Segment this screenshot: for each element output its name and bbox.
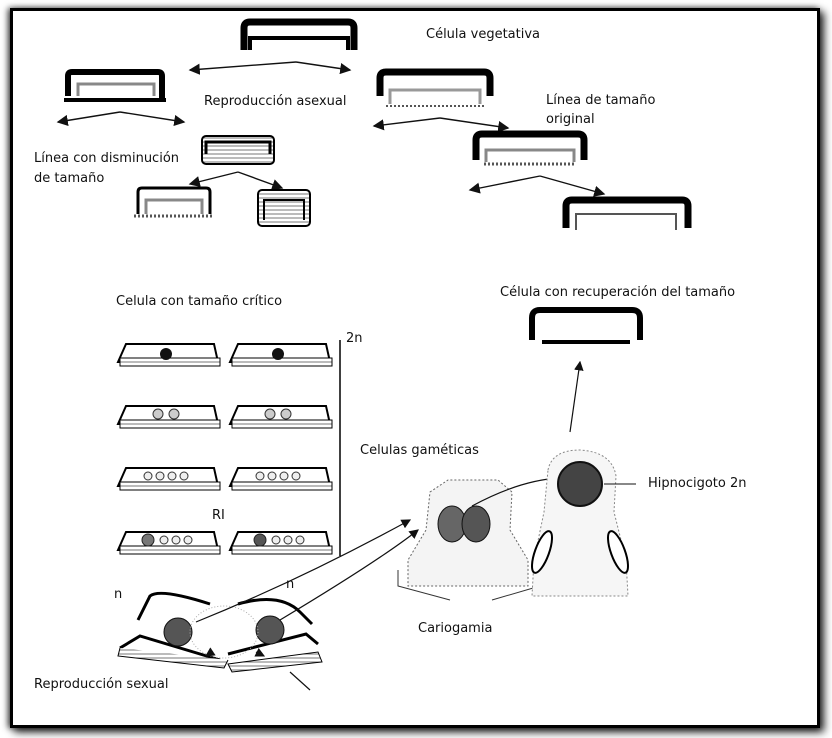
label-gametic-cells: Celulas gaméticas	[360, 443, 479, 458]
label-ploidy-2n: 2n	[346, 331, 363, 346]
label-hypnozygote: Hipnocigoto 2n	[648, 476, 747, 491]
gamete-pair	[117, 591, 323, 673]
label-decreasing-line-1: Línea con disminución	[34, 151, 180, 166]
original-size-daughter-cell	[376, 68, 494, 107]
label-asexual-reproduction: Reproducción asexual	[204, 94, 347, 109]
arrow-reduced-1	[188, 171, 239, 188]
label-original-size-line-2: original	[546, 112, 595, 127]
arrow-original-2	[539, 175, 606, 197]
arrow-right-1	[372, 117, 441, 131]
reduced-cell	[201, 135, 275, 165]
label-critical-size-cell: Celula con tamaño crítico	[116, 294, 283, 309]
original-line-cell-a	[472, 130, 588, 166]
smaller-cell-b	[257, 189, 311, 227]
arrow-gamete-right	[279, 529, 419, 621]
label-decreasing-line-2: de tamaño	[34, 171, 105, 186]
arrow-to-right-daughter	[295, 61, 352, 75]
arrow-small-3	[289, 671, 311, 691]
arrow-right-2	[439, 117, 510, 133]
critical-cells-column	[116, 343, 333, 555]
label-size-recovery-cell: Célula con recuperación del tamaño	[500, 285, 736, 300]
label-karyogamy: Cariogamia	[418, 621, 493, 636]
label-meiosis-ri: RI	[212, 508, 225, 523]
label-haploid-right: n	[286, 577, 295, 592]
small-daughter-cell	[64, 69, 166, 102]
arrow-left-2	[119, 111, 186, 127]
arrow-gamete-left	[195, 519, 412, 623]
arrow-small-1	[205, 647, 216, 657]
hypnozygote-cell	[531, 449, 629, 597]
label-sexual-reproduction: Reproducción sexual	[34, 677, 169, 692]
karyogamy-cell	[397, 479, 541, 601]
size-recovery-cell	[529, 307, 643, 344]
arrow-original-1	[468, 175, 541, 194]
label-original-size-line-1: Línea de tamaño	[546, 93, 656, 108]
arrow-small-2	[254, 647, 266, 657]
arrow-left-1	[56, 111, 121, 126]
label-vegetative-cell: Célula vegetativa	[426, 27, 541, 42]
label-haploid-left: n	[114, 587, 123, 602]
vegetative-cell-frustule	[240, 18, 358, 50]
arrow-to-recovery	[569, 360, 584, 433]
smaller-cell-a	[134, 186, 214, 218]
original-line-cell-b	[562, 196, 692, 230]
arrow-reduced-2	[237, 171, 284, 190]
arrow-to-left-daughter	[188, 61, 297, 75]
